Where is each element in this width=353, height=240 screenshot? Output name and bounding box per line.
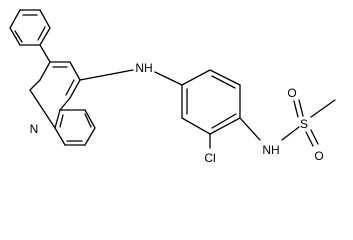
- sulfur-label: S: [300, 117, 308, 131]
- bond: [54, 127, 66, 146]
- bond: [84, 109, 96, 129]
- bond: [84, 127, 96, 146]
- bond: [209, 117, 241, 135]
- ring-nitrogen-label: N: [30, 122, 39, 136]
- bond: [39, 44, 51, 63]
- oxygen-top-label: O: [287, 86, 296, 100]
- chlorophenyl-ring: [181, 69, 241, 135]
- bond: [69, 79, 81, 99]
- bond: [29, 89, 56, 129]
- bond: [39, 61, 51, 81]
- bond: [154, 71, 183, 86]
- bond-double-inner: [65, 79, 75, 96]
- bond-double: [305, 131, 314, 147]
- bond-double-inner: [37, 26, 46, 41]
- bond: [79, 69, 134, 81]
- bond-double: [293, 100, 299, 118]
- bond-double: [298, 99, 304, 117]
- bond: [281, 126, 300, 141]
- bond-double: [310, 129, 319, 145]
- bond-double-inner: [59, 114, 64, 128]
- bond: [39, 9, 51, 29]
- bond: [181, 69, 211, 86]
- bond: [181, 117, 211, 135]
- amine-nh-label: NH: [135, 61, 152, 75]
- bond: [69, 61, 81, 81]
- chemical-structure-diagram: N NH Cl NH S O O: [9, 9, 336, 165]
- sulfonamide-nh-label: NH: [262, 143, 279, 157]
- bond: [59, 97, 71, 111]
- chloro-label: Cl: [204, 151, 215, 165]
- acridine-ring-system: N: [9, 9, 96, 146]
- bond: [39, 27, 51, 46]
- bond-double-inner: [211, 75, 236, 89]
- bond: [9, 27, 21, 46]
- bond: [209, 69, 241, 86]
- bond-double-inner: [14, 30, 23, 43]
- bond: [54, 109, 61, 129]
- bond: [29, 79, 41, 91]
- bond: [310, 99, 336, 118]
- bond-double-inner: [84, 113, 92, 128]
- bond-double-inner: [211, 113, 237, 129]
- oxygen-bottom-label: O: [314, 149, 323, 163]
- bond: [239, 117, 261, 141]
- bond: [9, 9, 21, 29]
